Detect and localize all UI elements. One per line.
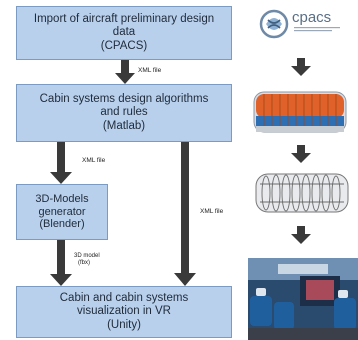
tagline-lines — [294, 27, 340, 32]
visualization-line-3: (Unity) — [107, 318, 141, 331]
algorithms-line-1: Cabin systems design algorithms — [39, 93, 209, 106]
fuselage-wireframe-image — [252, 168, 352, 218]
models-line-1: 3D-Models — [35, 193, 89, 206]
design-algorithms-box: Cabin systems design algorithms and rule… — [16, 84, 232, 142]
xml-file-label-3: XML file — [200, 208, 224, 215]
vr-visualization-box: Cabin and cabin systems visualization in… — [16, 286, 232, 338]
import-cpacs-box: Import of aircraft preliminary design da… — [16, 6, 232, 60]
import-line-3: (CPACS) — [100, 39, 148, 52]
cpacs-logo-text: cpacs — [292, 9, 332, 26]
import-line-1: Import of aircraft preliminary design — [33, 13, 215, 26]
visualization-line-1: Cabin and cabin systems — [59, 292, 189, 305]
arrow-algorithms-to-visualization — [174, 142, 196, 286]
xml-file-label-1: XML file — [138, 67, 162, 74]
arrow-right-2 — [291, 145, 311, 163]
model-file-label: 3D model (fbx) — [74, 253, 100, 267]
cpacs-logo: cpacs — [258, 8, 348, 40]
models-generator-box: 3D-Models generator (Blender) — [16, 184, 108, 240]
arrow-right-1 — [291, 58, 311, 76]
arrow-right-3 — [291, 226, 311, 244]
cpacs-logo-tagline — [294, 27, 342, 34]
cpacs-logo-icon — [259, 9, 289, 39]
algorithms-line-2: and rules — [100, 106, 148, 119]
visualization-line-2: visualization in VR — [77, 305, 171, 318]
arrow-models-to-visualization — [50, 240, 72, 286]
model-label-line-1: 3D model — [74, 253, 100, 259]
cabin-systems-model-image — [250, 86, 352, 138]
xml-file-label-2: XML file — [82, 157, 106, 164]
algorithms-line-3: (Matlab) — [102, 119, 146, 132]
models-line-2: generator — [38, 205, 86, 218]
arrow-algorithms-to-models — [50, 142, 72, 184]
import-line-2: data — [112, 26, 136, 39]
vr-cabin-render-image — [248, 258, 358, 340]
models-line-3: (Blender) — [39, 218, 85, 231]
model-label-line-2: (fbx) — [78, 260, 90, 267]
arrow-import-to-algorithms — [115, 60, 135, 84]
